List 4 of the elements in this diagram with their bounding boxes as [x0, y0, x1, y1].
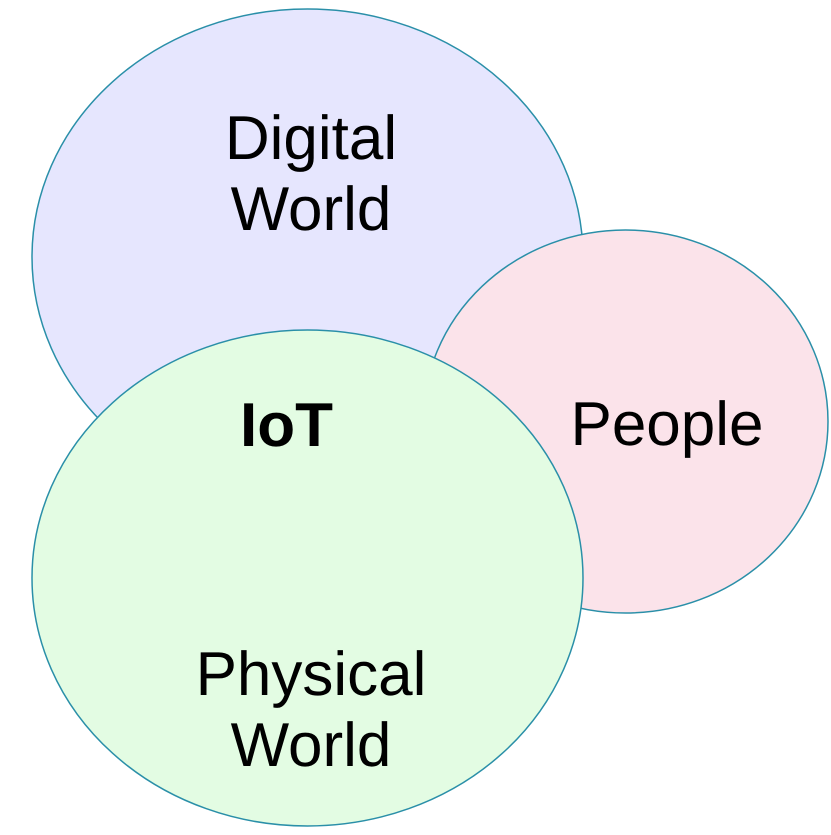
set-label: Digital World — [224, 103, 398, 246]
intersection-label: IoT — [240, 390, 333, 461]
set-label: People — [569, 389, 765, 460]
set-label: Physical World — [194, 639, 428, 782]
